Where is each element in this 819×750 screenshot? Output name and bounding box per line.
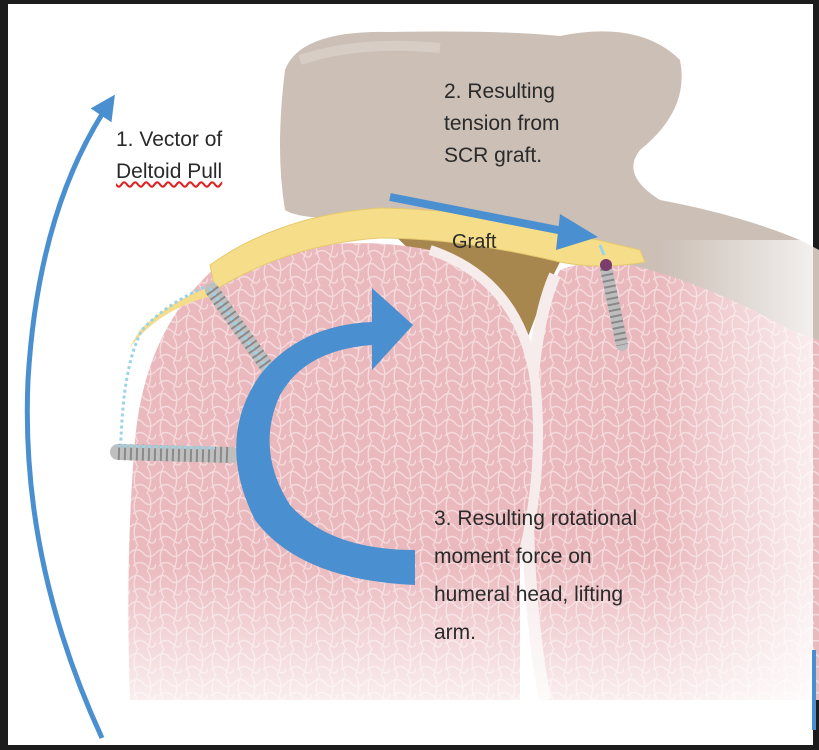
label-rotational-moment: 3. Resulting rotational moment force on …: [434, 500, 637, 652]
edge-marker: [812, 650, 816, 730]
suture-anchor-lower: [118, 446, 232, 455]
label-vector-deltoid: 1. Vector of Deltoid Pull: [116, 124, 222, 188]
label-tension: 2. Resulting tension from SCR graft.: [444, 76, 560, 172]
label-vector-line2: Deltoid Pull: [116, 160, 222, 183]
label-vector-line1: 1. Vector of: [116, 128, 222, 151]
label-graft: Graft: [452, 226, 496, 258]
